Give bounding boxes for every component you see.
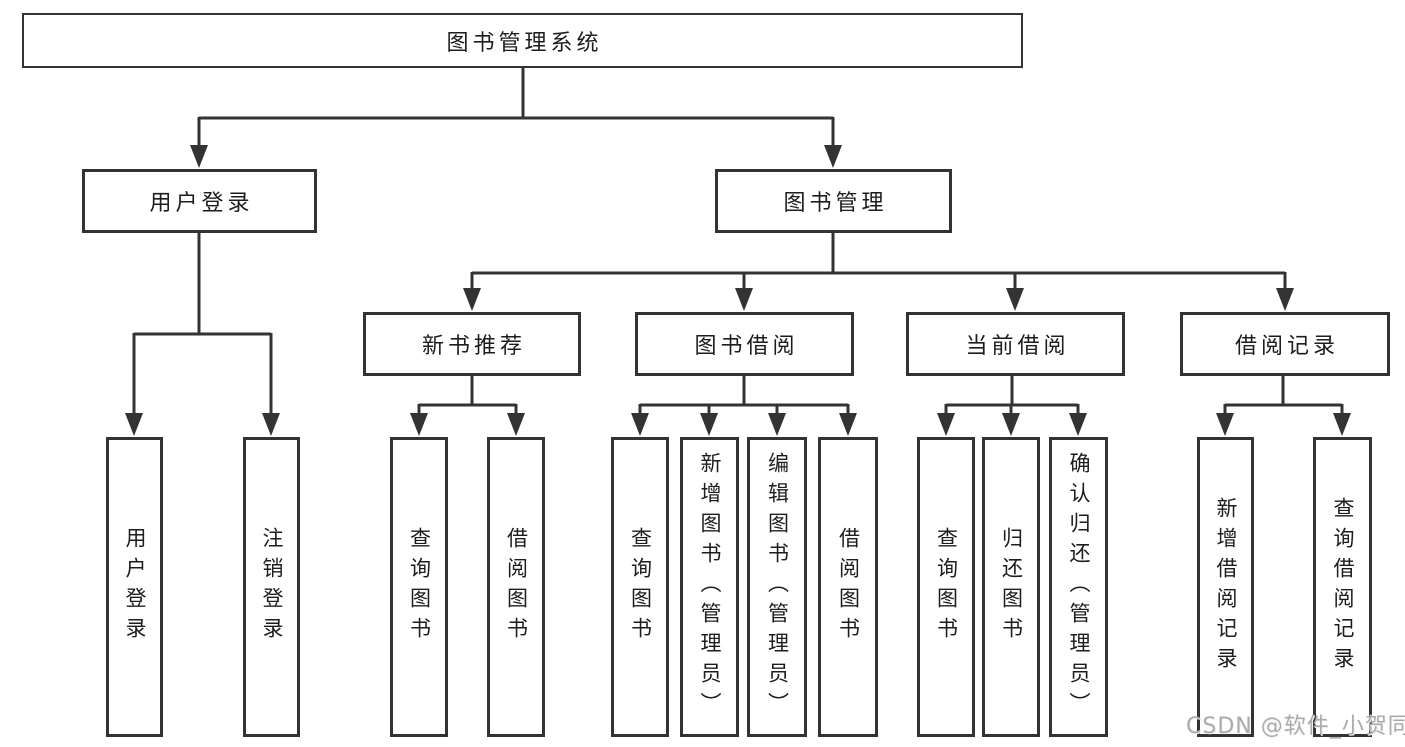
arrow-down-icon <box>190 145 208 168</box>
leaf-records-search-record: 查询借阅记录 <box>1313 437 1372 737</box>
node-user-login: 用户登录 <box>82 169 317 233</box>
leaf-borrow-add-books-admin: 新增图书（管理员） <box>680 437 739 737</box>
leaf-logout: 注销登录 <box>243 437 300 737</box>
node-book-management: 图书管理 <box>715 169 952 233</box>
node-borrow-records: 借阅记录 <box>1180 312 1390 376</box>
leaf-borrow-edit-books-admin: 编辑图书（管理员） <box>747 437 807 737</box>
arrow-down-icon <box>1216 413 1234 436</box>
connector-borrow-records-to-leaves <box>1223 374 1344 415</box>
node-current-borrowing: 当前借阅 <box>906 312 1125 376</box>
leaf-newbook-search-books: 查询图书 <box>390 437 448 737</box>
arrow-down-icon <box>410 413 428 436</box>
leaf-borrow-borrow-books: 借阅图书 <box>818 437 878 737</box>
arrow-down-icon <box>262 413 280 436</box>
arrow-down-icon <box>735 288 753 311</box>
arrow-down-icon <box>125 413 143 436</box>
arrow-down-icon <box>1276 288 1294 311</box>
arrow-down-icon <box>1002 413 1020 436</box>
leaf-current-search-books: 查询图书 <box>917 437 975 737</box>
node-library-system: 图书管理系统 <box>22 13 1023 68</box>
leaf-records-add-record: 新增借阅记录 <box>1197 437 1254 737</box>
arrow-down-icon <box>937 413 955 436</box>
arrow-down-icon <box>839 413 857 436</box>
arrow-down-icon <box>1069 413 1087 436</box>
leaf-current-return-books: 归还图书 <box>982 437 1040 737</box>
arrowheads <box>125 145 1351 436</box>
connector-user-login-to-leaves <box>132 231 273 415</box>
connector-book-mgmt-to-level3 <box>470 231 1287 290</box>
arrow-down-icon <box>1333 413 1351 436</box>
connector-current-borrow-to-leaves <box>944 374 1080 415</box>
watermark: CSDN @软件_小贺同学 <box>1186 714 1405 739</box>
leaf-user-login: 用户登录 <box>106 437 163 737</box>
node-new-book-recommend: 新书推荐 <box>363 312 581 376</box>
arrow-down-icon <box>824 145 842 168</box>
arrow-down-icon <box>631 413 649 436</box>
arrow-down-icon <box>768 413 786 436</box>
arrow-down-icon <box>507 413 525 436</box>
leaf-newbook-borrow-books: 借阅图书 <box>487 437 545 737</box>
arrow-down-icon <box>1006 288 1024 311</box>
node-book-borrowing: 图书借阅 <box>635 312 854 376</box>
connector-root-to-level2 <box>197 66 835 147</box>
arrow-down-icon <box>700 413 718 436</box>
connector-book-borrow-to-leaves <box>638 374 850 415</box>
leaf-borrow-search-books: 查询图书 <box>611 437 669 737</box>
arrow-down-icon <box>463 288 481 311</box>
connector-new-books-to-leaves <box>417 374 518 415</box>
leaf-current-confirm-return-admin: 确认归还（管理员） <box>1049 437 1108 737</box>
